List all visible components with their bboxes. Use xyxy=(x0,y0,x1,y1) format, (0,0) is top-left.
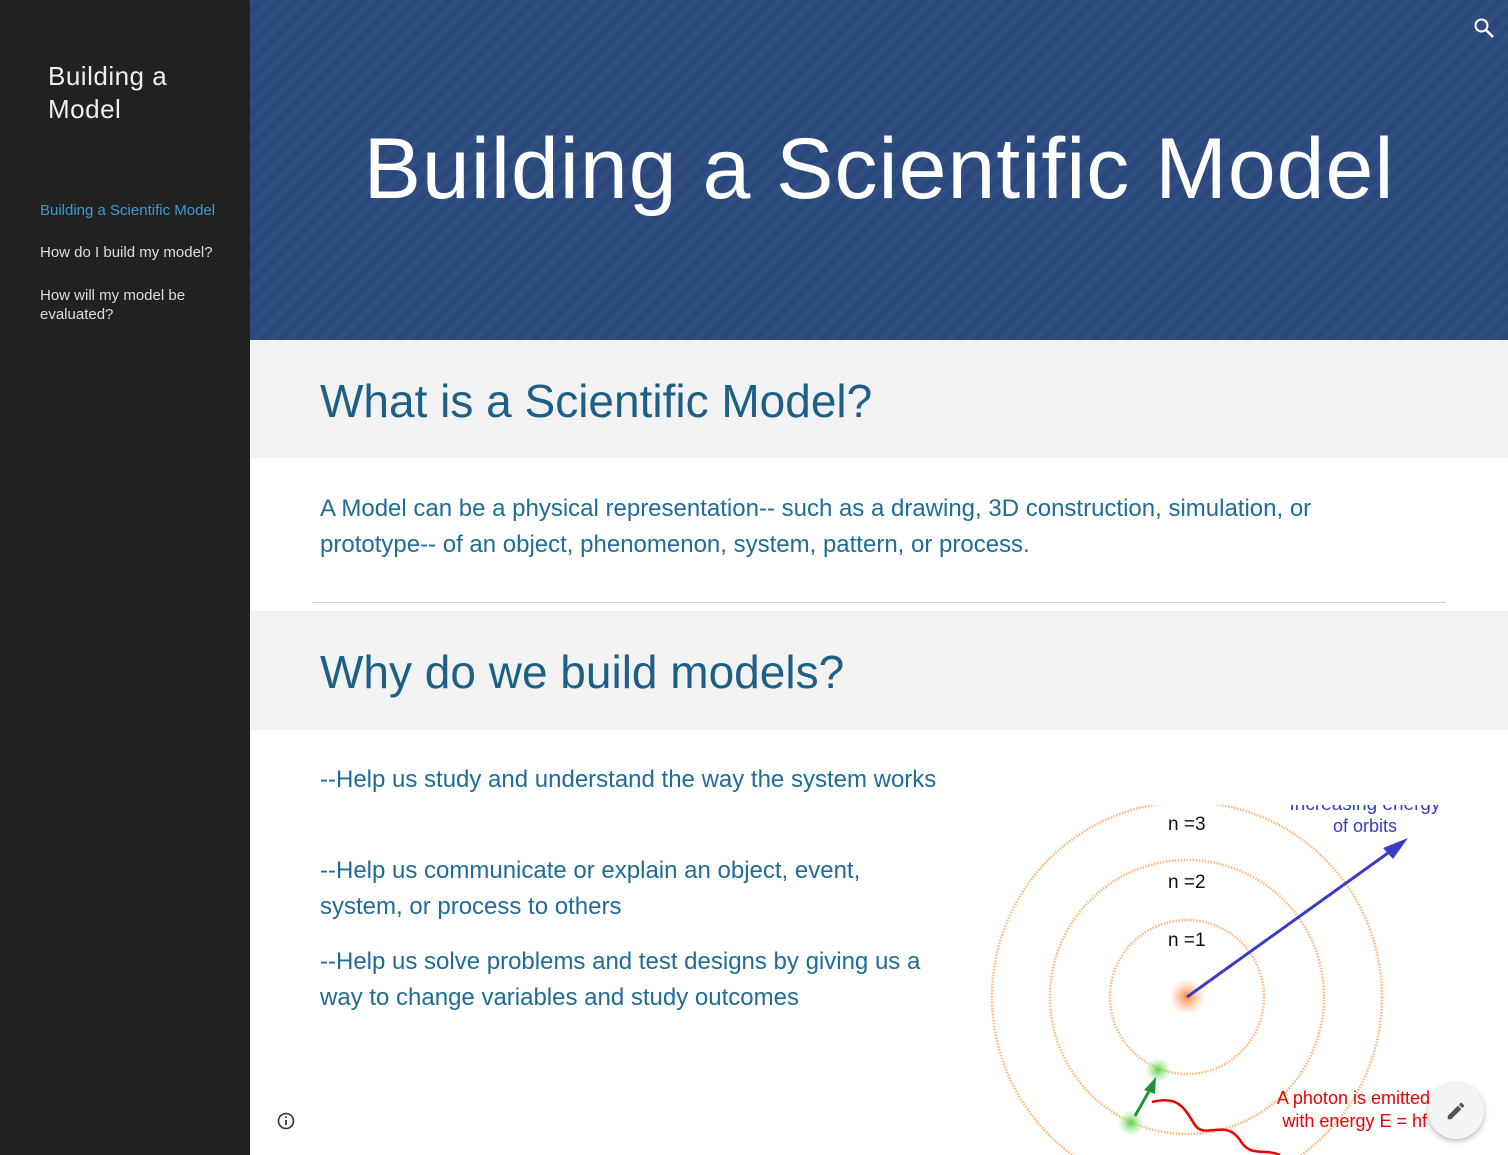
bullet-point: --Help us solve problems and test design… xyxy=(320,948,921,1011)
bohr-model-diagram: n =3 n =2 n =1 Increasing energy of orbi… xyxy=(980,805,1460,1155)
section-header-what: What is a Scientific Model? xyxy=(250,340,1508,458)
nav-item-how-do-i-build[interactable]: How do I build my model? xyxy=(40,244,213,261)
section-body: A Model can be a physical representation… xyxy=(320,495,1312,558)
electron xyxy=(1145,1057,1171,1083)
photon-label: with energy E = hf xyxy=(1281,1111,1428,1131)
search-icon[interactable] xyxy=(1472,16,1496,40)
bullet-point: --Help us communicate or explain an obje… xyxy=(320,857,861,920)
nav-item-building-a-scientific-model[interactable]: Building a Scientific Model xyxy=(40,202,216,219)
label-n3: n =3 xyxy=(1168,814,1206,835)
orbit-n3 xyxy=(990,805,1384,1155)
sidebar: Building a Model Building a Scientific M… xyxy=(0,0,250,1155)
nav-item-how-evaluated[interactable]: How will my model be evaluated? xyxy=(40,287,186,323)
divider xyxy=(313,602,1446,603)
energy-label: Increasing energy xyxy=(1289,805,1441,815)
page-title: Building a Scientific Model xyxy=(363,121,1395,217)
pencil-icon xyxy=(1447,1102,1465,1120)
info-icon[interactable] xyxy=(276,1111,296,1131)
section-heading: What is a Scientific Model? xyxy=(320,375,873,427)
energy-arrow xyxy=(1186,846,1396,999)
bullet-point: --Help us study and understand the way t… xyxy=(320,766,937,793)
energy-label: of orbits xyxy=(1333,816,1397,836)
edit-button[interactable] xyxy=(1428,1083,1484,1139)
orbit-n1 xyxy=(1108,918,1266,1076)
electron xyxy=(1118,1110,1144,1136)
photon-wave xyxy=(1151,1099,1281,1155)
label-n1: n =1 xyxy=(1168,930,1206,951)
hero-banner: Building a Scientific Model xyxy=(250,0,1508,340)
section-header-why: Why do we build models? xyxy=(250,611,1508,730)
orbit-n2 xyxy=(1048,858,1326,1136)
photon-label: A photon is emitted xyxy=(1277,1088,1430,1108)
section-heading: Why do we build models? xyxy=(320,646,845,698)
site-title[interactable]: Building a Model xyxy=(48,61,168,124)
label-n2: n =2 xyxy=(1168,872,1206,893)
